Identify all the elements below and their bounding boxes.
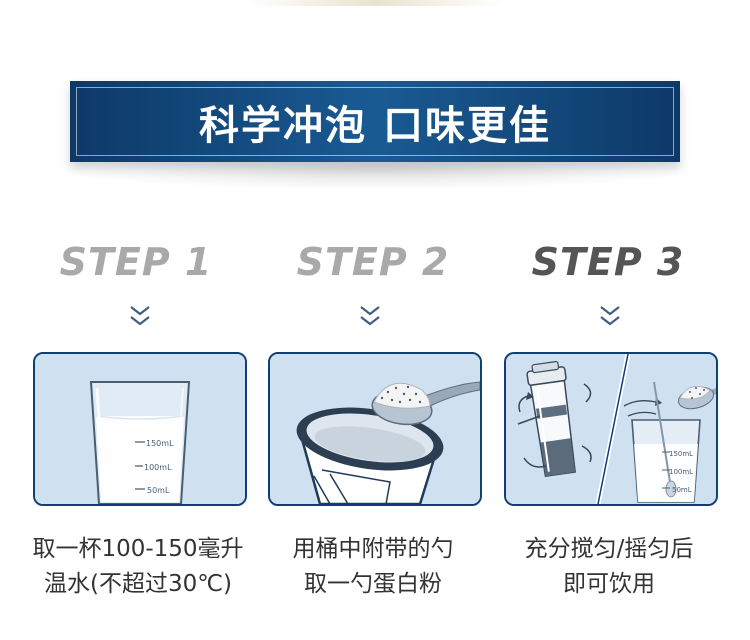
- step-2-description: 用桶中附带的勺 取一勺蛋白粉: [248, 532, 498, 602]
- banner: 科学冲泡 口味更佳: [70, 81, 680, 162]
- step-2-line-1: 用桶中附带的勺: [292, 536, 454, 562]
- step-2-panel: [268, 352, 482, 506]
- cup-mark-50: 50mL: [147, 486, 170, 495]
- step-3-description: 充分搅匀/摇匀后 即可饮用: [484, 532, 734, 602]
- cup-mark-150-step3: 150mL: [669, 450, 693, 458]
- cup-mark-50-step3: 50mL: [672, 486, 692, 494]
- chevron-down-icon-2: [360, 306, 380, 326]
- shaker-bottle-icon: 150mL 100mL 50mL: [506, 354, 716, 504]
- top-glow-decoration: [245, 0, 505, 6]
- step-1-line-1: 取一杯100-150毫升: [32, 536, 244, 562]
- step-1-label: STEP 1: [59, 240, 213, 284]
- step-1-description: 取一杯100-150毫升 温水(不超过30℃): [13, 532, 263, 602]
- step-2-line-2: 取一勺蛋白粉: [304, 571, 442, 597]
- step-3-panel: 150mL 100mL 50mL: [504, 352, 718, 506]
- cup-mark-150: 150mL: [146, 439, 174, 448]
- step-2-label: STEP 2: [296, 240, 450, 284]
- powder-tub-scoop-icon: [270, 354, 480, 504]
- chevron-down-icon-1: [130, 306, 150, 326]
- step-1-line-2: 温水(不超过30℃): [43, 571, 233, 597]
- cup-mark-100-step3: 100mL: [669, 468, 693, 476]
- step-3-label: STEP 3: [531, 240, 685, 284]
- chevron-down-icon-3: [600, 306, 620, 326]
- step-3-line-2: 即可饮用: [563, 571, 655, 597]
- step-1-panel: 150mL 100mL 50mL: [33, 352, 247, 506]
- banner-title: 科学冲泡 口味更佳: [199, 102, 551, 149]
- cup-mark-100: 100mL: [144, 463, 172, 472]
- glass-of-water-icon: 150mL 100mL 50mL: [35, 354, 245, 504]
- step-3-line-1: 充分搅匀/摇匀后: [524, 536, 694, 562]
